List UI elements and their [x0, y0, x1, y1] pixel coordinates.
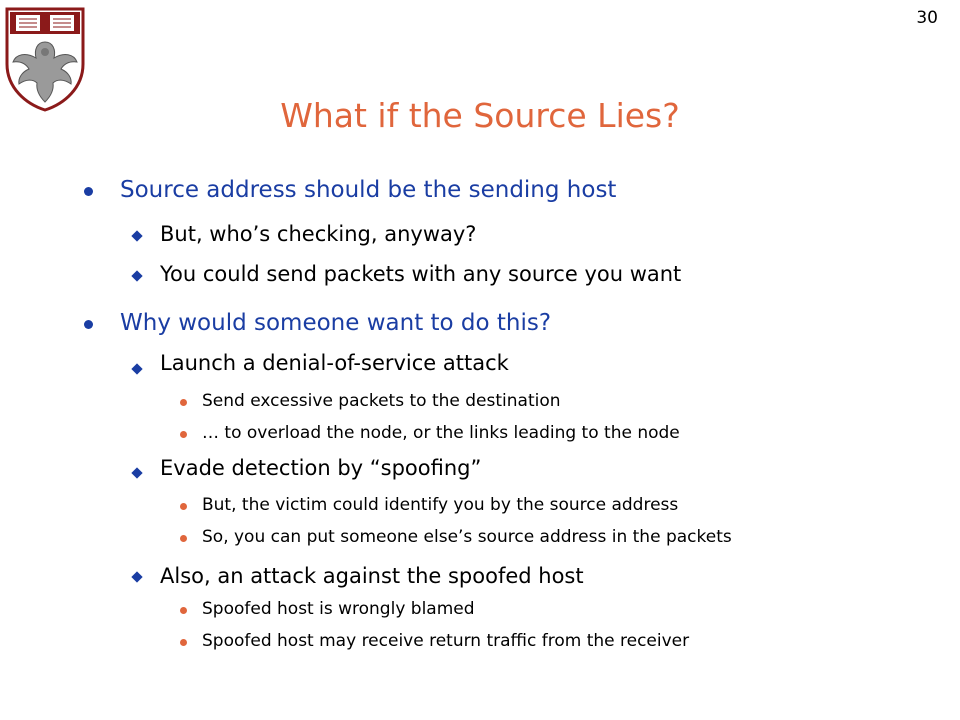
sub-sub-bullet-item: Spoofed host is wrongly blamed: [202, 599, 475, 619]
dot-bullet-icon: [180, 639, 187, 646]
university-crest-icon: [5, 7, 85, 112]
dot-bullet-icon: [180, 607, 187, 614]
dot-bullet-icon: [180, 535, 187, 542]
diamond-bullet-icon: [131, 467, 143, 479]
diamond-bullet-icon: [131, 270, 143, 282]
diamond-bullet-icon: [131, 571, 143, 583]
sub-bullet-item: You could send packets with any source y…: [160, 262, 682, 286]
dot-bullet-icon: [180, 399, 187, 406]
sub-bullet-item: Evade detection by “spoofing”: [160, 456, 482, 480]
bullet-item: Why would someone want to do this?: [120, 310, 552, 336]
bullet-item: Source address should be the sending hos…: [120, 177, 617, 203]
sub-bullet-item: Launch a denial-of-service attack: [160, 351, 509, 375]
sub-sub-bullet-item: Send excessive packets to the destinatio…: [202, 391, 561, 411]
diamond-bullet-icon: [131, 230, 143, 242]
diamond-bullet-icon: [131, 363, 143, 375]
dot-bullet-icon: [180, 503, 187, 510]
sub-sub-bullet-item: But, the victim could identify you by th…: [202, 495, 679, 515]
sub-bullet-item: Also, an attack against the spoofed host: [160, 564, 584, 588]
sub-sub-bullet-item: Spoofed host may receive return traffic …: [202, 631, 690, 651]
sub-bullet-item: But, who’s checking, anyway?: [160, 222, 477, 246]
sub-sub-bullet-item: … to overload the node, or the links lea…: [202, 423, 680, 443]
dot-bullet-icon: [180, 431, 187, 438]
sub-sub-bullet-item: So, you can put someone else’s source ad…: [202, 527, 732, 547]
disc-bullet-icon: [84, 187, 93, 196]
slide-number: 30: [916, 8, 938, 28]
disc-bullet-icon: [84, 320, 93, 329]
slide-title: What if the Source Lies?: [280, 96, 680, 135]
